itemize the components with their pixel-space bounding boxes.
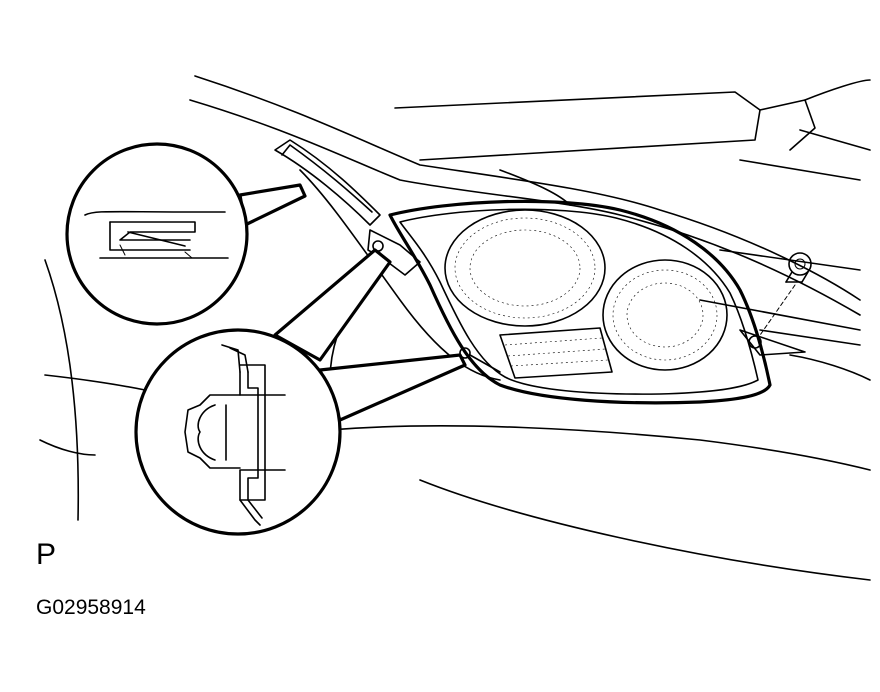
headlamp-assembly bbox=[367, 199, 806, 405]
fender-seam-strip bbox=[274, 139, 501, 381]
detail-callout-lower bbox=[134, 248, 467, 536]
figure-code-label: G02958914 bbox=[36, 596, 146, 619]
mounting-bolt bbox=[757, 252, 812, 339]
view-letter-label: P bbox=[36, 538, 57, 571]
vehicle-body-outline bbox=[39, 75, 871, 581]
detail-callout-upper bbox=[65, 142, 307, 326]
